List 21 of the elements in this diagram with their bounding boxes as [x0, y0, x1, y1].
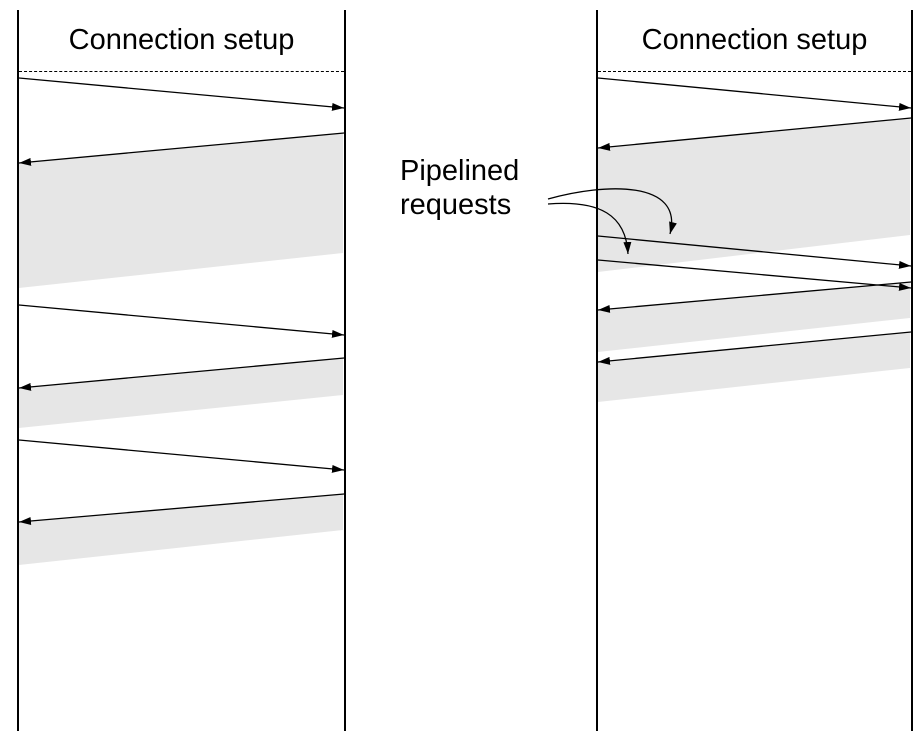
leader-arrow — [548, 188, 676, 234]
message-arrow — [18, 77, 344, 112]
message-arrow — [18, 493, 344, 526]
message-arrow — [598, 117, 912, 152]
lifeline — [596, 10, 598, 731]
callout-text: Pipelined requests — [400, 154, 520, 222]
message-arrow — [18, 357, 344, 392]
message-arrow — [598, 235, 912, 270]
message-arrow — [18, 132, 344, 166]
message-arrow — [598, 281, 912, 314]
header-text: Connection setup — [68, 24, 294, 57]
message-arrow — [18, 439, 344, 474]
lifeline — [911, 10, 913, 731]
message-arrow — [598, 259, 912, 292]
message-arrow — [598, 77, 912, 112]
lifeline — [17, 10, 19, 731]
leader-arrow — [548, 202, 632, 254]
header-text: Connection setup — [642, 24, 868, 57]
message-arrow — [598, 331, 912, 366]
message-arrow — [18, 304, 344, 338]
lifeline — [344, 10, 346, 731]
